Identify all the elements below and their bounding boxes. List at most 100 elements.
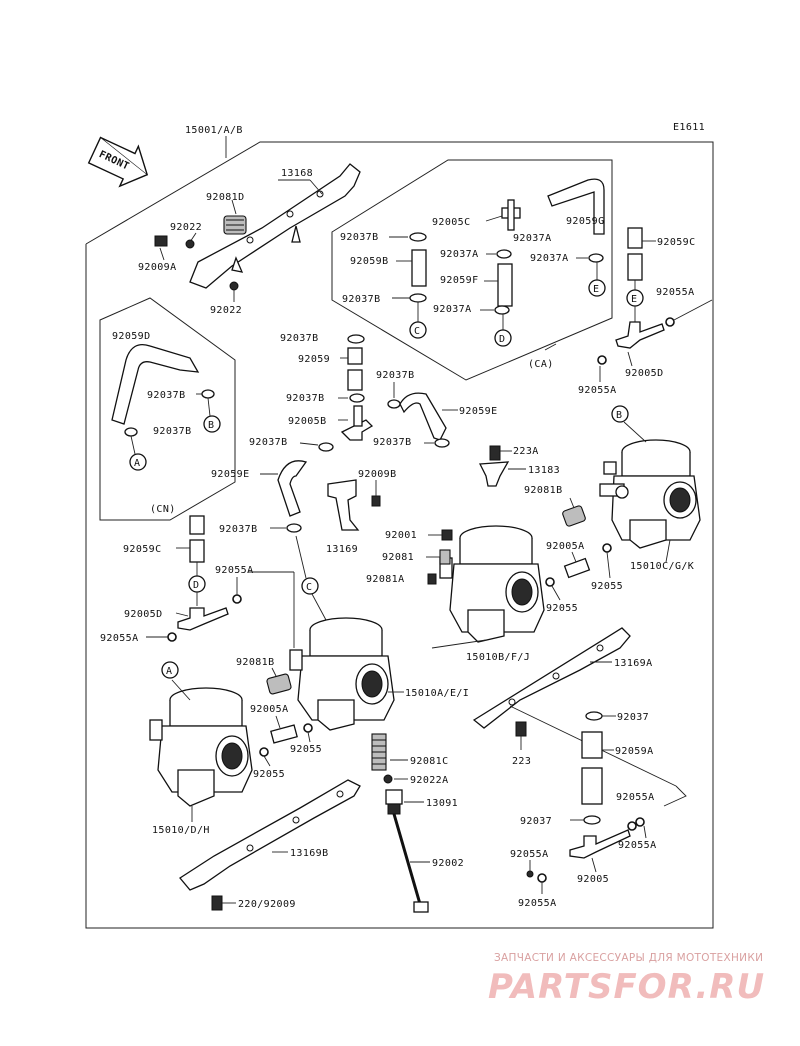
hose-92059e-b: [277, 460, 308, 517]
label-92005d-r: 92005D: [625, 368, 664, 379]
label-92022-a: 92022: [170, 222, 202, 233]
svg-text:C: C: [414, 326, 420, 337]
label-92005c: 92005C: [432, 217, 471, 228]
connector-d-icon: [494, 329, 512, 347]
screw-13091-icon: [385, 789, 403, 815]
hose-92059g: [547, 178, 605, 235]
ring-icon: [229, 281, 239, 291]
hose-92059e-a: [399, 392, 447, 441]
tee-fitting-icon: [501, 199, 521, 231]
watermark-brand: PARTSFOR.RU: [488, 967, 765, 1007]
label-13168: 13168: [281, 168, 313, 179]
label-92001: 92001: [385, 530, 417, 541]
label-92055a-l1: 92055A: [215, 565, 254, 576]
label-92037b-cn1: 92037B: [147, 390, 186, 401]
label-92022-b: 92022: [210, 305, 242, 316]
label-92009a: 92009A: [138, 262, 177, 273]
label-92059e-b: 92059E: [211, 469, 250, 480]
label-92055a-b4: 92055A: [518, 898, 557, 909]
carburetor-b: [599, 439, 701, 549]
bar-13169b: [179, 779, 361, 891]
label-92055-a: 92055: [290, 744, 322, 755]
label-13183: 13183: [528, 465, 560, 476]
label-92055a-l2: 92055A: [100, 633, 139, 644]
label-92037a-1: 92037A: [513, 233, 552, 244]
label-92059g: 92059G: [566, 216, 605, 227]
connector-a-icon: [129, 453, 147, 471]
label-92081b-b: 92081B: [524, 485, 563, 496]
label-92037-a: 92037: [617, 712, 649, 723]
hose-92059b: [411, 249, 427, 287]
label-92059-m: 92059: [298, 354, 330, 365]
tee-fitting-left-icon: [177, 607, 229, 631]
front-arrow-icon: FRONT: [87, 136, 149, 188]
label-92059e-a: 92059E: [459, 406, 498, 417]
label-92055a-b3: 92055A: [510, 849, 549, 860]
label-92081c: 92081C: [410, 756, 449, 767]
ca-group-label: (CA): [528, 359, 554, 370]
label-92037b-cn2: 92037B: [153, 426, 192, 437]
label-92005d-l: 92005D: [124, 609, 163, 620]
hose-92059d: [111, 343, 200, 425]
hose-92059f: [497, 263, 513, 307]
carburetor-a: [289, 617, 395, 731]
label-92037b-1: 92037B: [340, 232, 379, 243]
label-92055a-r1: 92055A: [656, 287, 695, 298]
label-15010c: 15010C/G/K: [630, 561, 694, 572]
svg-text:D: D: [193, 580, 199, 591]
carburetor-c: [439, 525, 545, 643]
label-92059b: 92059B: [350, 256, 389, 267]
tee-fitting-92005-icon: [569, 829, 631, 859]
connector-a2-icon: [161, 661, 179, 679]
label-92009b: 92009B: [358, 469, 397, 480]
bar-13168: [189, 163, 361, 289]
label-92022a: 92022A: [410, 775, 449, 786]
label-223a: 223A: [513, 446, 539, 457]
svg-text:A: A: [134, 458, 140, 469]
ring-icon: [185, 239, 195, 249]
svg-text:A: A: [166, 666, 172, 677]
diagram-code: E1611: [673, 122, 705, 133]
connector-c-icon: [409, 321, 427, 339]
bracket-13169: [327, 479, 360, 531]
watermark-tagline: ЗАПЧАСТИ И АКСЕССУАРЫ ДЛЯ МОТОТЕХНИКИ: [494, 952, 763, 964]
label-92081b-a: 92081B: [236, 657, 275, 668]
spring-92081d-icon: [223, 215, 247, 235]
label-92059d: 92059D: [112, 331, 151, 342]
label-13091: 13091: [426, 798, 458, 809]
label-92037b-m6: 92037B: [219, 524, 258, 535]
label-92005: 92005: [577, 874, 609, 885]
label-15010b: 15010B/F/J: [466, 652, 530, 663]
tee-fitting-right-icon: [615, 321, 665, 349]
label-92081d: 92081D: [206, 192, 245, 203]
label-92037b-m5: 92037B: [373, 437, 412, 448]
label-92059f: 92059F: [440, 275, 479, 286]
svg-text:C: C: [306, 582, 312, 593]
label-92055-d: 92055: [253, 769, 285, 780]
bracket-13183: [478, 461, 510, 487]
label-92037b-m2: 92037B: [286, 393, 325, 404]
label-13169a: 13169A: [614, 658, 653, 669]
ca-group-frame: [331, 159, 613, 381]
label-92002: 92002: [432, 858, 464, 869]
cn-group-label: (CN): [150, 504, 176, 515]
cn-group-frame: [99, 297, 236, 521]
spring-92081c-icon: [371, 733, 387, 771]
label-15010a: 15010A/E/I: [405, 688, 469, 699]
label-92055a-b1: 92055A: [616, 792, 655, 803]
label-92005a-c: 92005A: [546, 541, 585, 552]
assy-label: 15001/A/B: [185, 125, 243, 136]
label-92081: 92081: [382, 552, 414, 563]
svg-text:B: B: [208, 420, 214, 431]
connector-b-icon: [203, 415, 221, 433]
svg-text:E: E: [593, 284, 599, 295]
label-92055a-b2: 92055A: [618, 840, 657, 851]
label-92037a-2: 92037A: [440, 249, 479, 260]
connector-b2-icon: [611, 405, 629, 423]
label-92005b: 92005B: [288, 416, 327, 427]
label-92037b-m3: 92037B: [376, 370, 415, 381]
label-92037b-2: 92037B: [342, 294, 381, 305]
label-92059c-l: 92059C: [123, 544, 162, 555]
connector-e-icon: [588, 279, 606, 297]
